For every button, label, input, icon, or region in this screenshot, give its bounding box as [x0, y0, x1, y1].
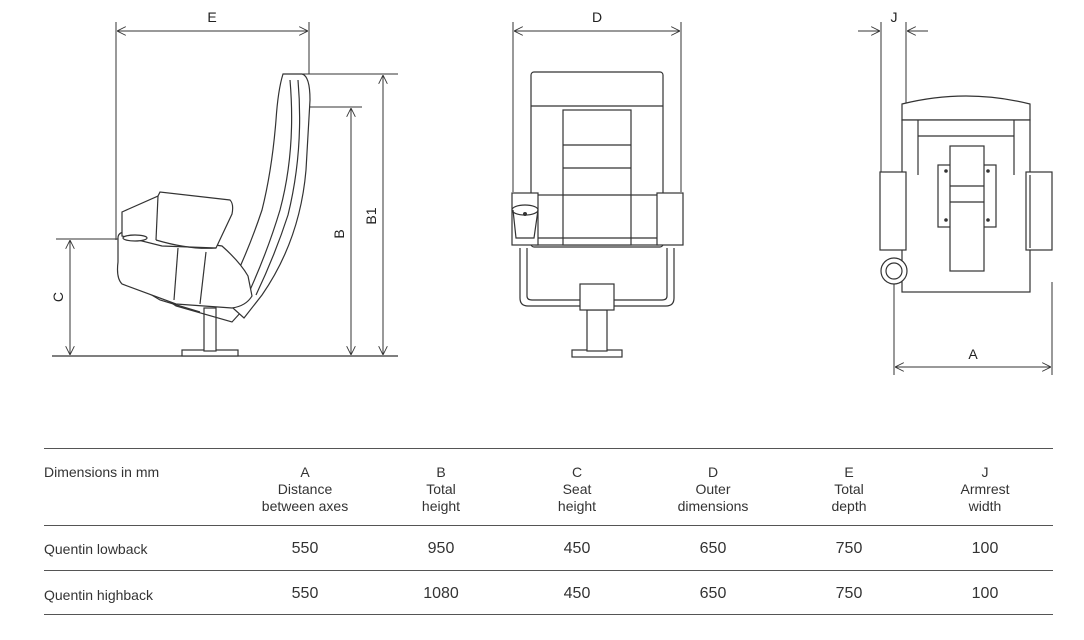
col-line2: dimensions — [677, 498, 749, 514]
dim-label-e: E — [207, 9, 216, 25]
table-rule-mid — [44, 570, 1053, 571]
table-rule-top — [44, 448, 1053, 449]
table-header-label: Dimensions in mm — [44, 464, 160, 480]
col-line1: Distance — [277, 481, 333, 497]
dim-label-j: J — [891, 9, 898, 25]
cell-lowback-a: 550 — [291, 540, 319, 557]
cell-highback-c: 450 — [563, 585, 591, 602]
cell-highback-d: 650 — [699, 585, 727, 602]
col-header-j: J Armrest width — [925, 464, 1045, 515]
cell-lowback-d: 650 — [699, 540, 727, 557]
cell-highback-b: 1080 — [423, 585, 459, 602]
dim-label-d: D — [592, 9, 602, 25]
col-header-e: E Total depth — [789, 464, 909, 515]
dim-label-c: C — [50, 292, 66, 302]
col-letter: J — [981, 464, 989, 480]
col-line2: between axes — [261, 498, 349, 514]
col-header-c: C Seat height — [517, 464, 637, 515]
col-line1: Seat — [562, 481, 592, 497]
dim-label-b1: B1 — [363, 207, 379, 224]
cell-lowback-c: 450 — [563, 540, 591, 557]
table-rule-header — [44, 525, 1053, 526]
col-letter: E — [844, 464, 854, 480]
seat-drawings: E B1 B C — [50, 9, 1053, 375]
col-line1: Total — [834, 481, 864, 497]
col-header-a: A Distance between axes — [245, 464, 365, 515]
col-line2: width — [968, 498, 1002, 514]
cell-lowback-e: 750 — [835, 540, 863, 557]
col-line2: height — [557, 498, 597, 514]
dim-label-a: A — [968, 346, 978, 362]
cell-lowback-j: 100 — [971, 540, 999, 557]
top-view: J A — [858, 9, 1053, 375]
cell-highback-j: 100 — [971, 585, 999, 602]
col-line2: height — [421, 498, 461, 514]
row-label-lowback: Quentin lowback — [44, 541, 148, 557]
col-line1: Total — [426, 481, 456, 497]
col-letter: A — [300, 464, 310, 480]
table-rule-bottom — [44, 614, 1053, 615]
col-letter: D — [707, 464, 719, 480]
side-view: E B1 B C — [50, 9, 398, 357]
cell-lowback-b: 950 — [427, 540, 455, 557]
col-line1: Outer — [695, 481, 731, 497]
col-line1: Armrest — [960, 481, 1010, 497]
col-letter: B — [436, 464, 446, 480]
col-header-b: B Total height — [381, 464, 501, 515]
col-header-d: D Outer dimensions — [653, 464, 773, 515]
col-line2: depth — [831, 498, 867, 514]
dim-label-b: B — [331, 229, 347, 238]
cell-highback-a: 550 — [291, 585, 319, 602]
cell-highback-e: 750 — [835, 585, 863, 602]
row-label-highback: Quentin highback — [44, 587, 153, 603]
col-letter: C — [571, 464, 583, 480]
front-view: D — [511, 9, 684, 358]
